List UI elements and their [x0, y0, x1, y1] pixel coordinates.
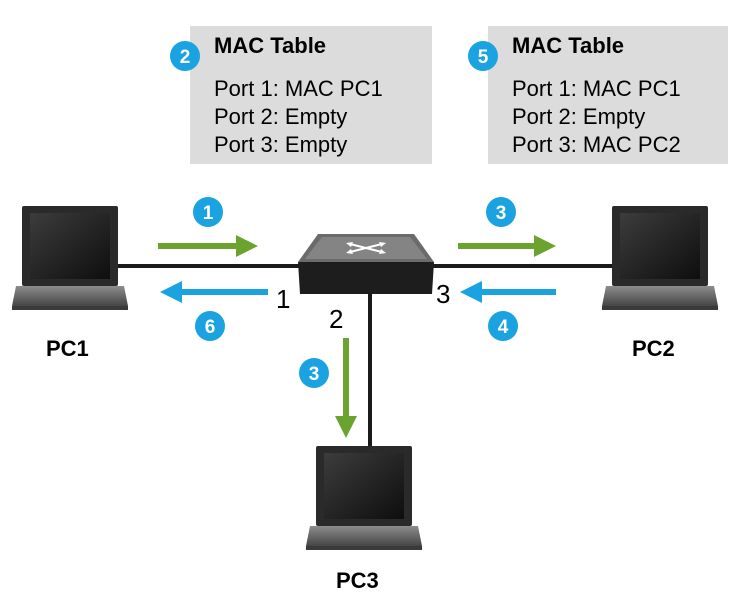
- mac-table-row: Port 2: Empty: [214, 104, 348, 129]
- mac-table-row: Port 1: MAC PC1: [214, 76, 383, 101]
- link-lines: [118, 264, 612, 446]
- mac-table-row: Port 2: Empty: [512, 104, 646, 129]
- step-badge-1: 1: [193, 197, 223, 227]
- laptop-icon: [306, 446, 422, 550]
- arrow-step-4: [460, 281, 556, 303]
- laptop-icon: [602, 206, 718, 310]
- port-1-label: 1: [276, 284, 291, 314]
- pc2-label: PC2: [632, 336, 675, 361]
- port-3-label: 3: [436, 279, 451, 309]
- step-badge-4: 4: [488, 311, 518, 341]
- mac-table-title: MAC Table: [214, 33, 327, 58]
- arrow-step-3-right: [458, 235, 556, 257]
- step-badge-3-right: 3: [486, 197, 516, 227]
- mac-table-title: MAC Table: [512, 33, 625, 58]
- laptop-icon: [12, 206, 128, 310]
- step-badge-2: 2: [170, 41, 200, 71]
- pc3-label: PC3: [336, 568, 379, 593]
- mac-table-step-2: MAC Table Port 1: MAC PC1 Port 2: Empty …: [190, 26, 432, 164]
- mac-table-step-5: MAC Table Port 1: MAC PC1 Port 2: Empty …: [488, 26, 728, 164]
- step-badge-6-text: 6: [205, 317, 216, 338]
- step-badge-4-text: 4: [498, 317, 509, 338]
- arrow-step-3-down: [335, 338, 357, 438]
- step-badge-3-right-text: 3: [496, 203, 507, 224]
- step-badge-1-text: 1: [203, 203, 214, 224]
- switch-icon: [298, 234, 434, 294]
- arrow-step-1: [158, 235, 258, 257]
- step-badge-5: 5: [468, 41, 498, 71]
- mac-table-row: Port 3: MAC PC2: [512, 132, 681, 157]
- step-badge-2-text: 2: [180, 47, 191, 68]
- port-2-label: 2: [329, 304, 344, 334]
- step-badge-6: 6: [195, 311, 225, 341]
- step-badge-5-text: 5: [478, 47, 489, 68]
- step-badge-3-down: 3: [299, 358, 329, 388]
- pc1-label: PC1: [46, 336, 89, 361]
- step-badge-3-down-text: 3: [309, 364, 320, 385]
- mac-table-row: Port 1: MAC PC1: [512, 76, 681, 101]
- mac-table-row: Port 3: Empty: [214, 132, 348, 157]
- arrow-step-6: [160, 281, 268, 303]
